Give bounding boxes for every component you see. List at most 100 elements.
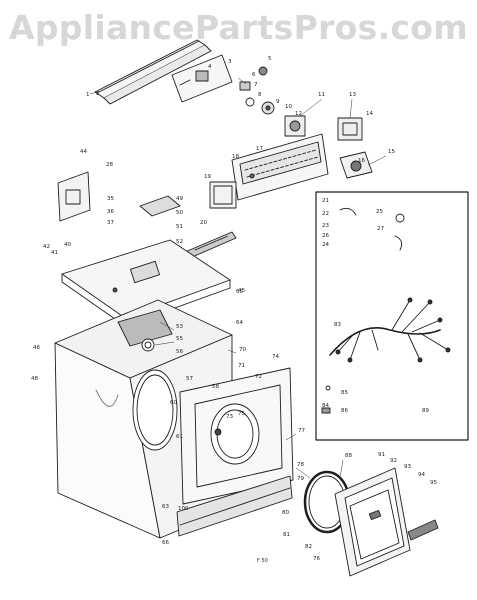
callout-2: 2: [96, 91, 100, 97]
callout-61: 61: [176, 434, 183, 440]
callout-1: 1: [86, 92, 90, 98]
timer-bracket-part: [171, 54, 233, 103]
callout-4: 4: [208, 64, 212, 70]
callout-53: 53: [176, 324, 183, 330]
callout-8: 8: [258, 92, 262, 98]
callout-18: 18: [232, 154, 239, 160]
callout-86: 86: [341, 408, 348, 414]
callout-3: 3: [228, 59, 232, 65]
callout-78: 78: [297, 462, 304, 468]
callout-13: 13: [349, 92, 356, 98]
callout-57: 57: [186, 376, 193, 382]
callout-36: 36: [107, 209, 114, 215]
lint-screen-part: [184, 231, 237, 259]
callout-24: 24: [322, 242, 329, 248]
callout-5: 5: [268, 56, 272, 62]
callout-12: 12: [295, 111, 302, 117]
wiring-harness-inset: [315, 191, 469, 441]
callout-60: 60: [170, 400, 177, 406]
callout-74: 74: [272, 354, 279, 360]
callout-40: 40: [64, 242, 71, 248]
callout-88: 88: [345, 453, 352, 459]
callout-81: 81: [283, 532, 290, 538]
callout-95: 95: [430, 480, 437, 486]
callout-82: 82: [305, 544, 312, 550]
callout-labels: 1 2 3 4 5 6 7 8 9 10 11 12 13 14 15 16 1…: [31, 56, 437, 564]
callout-94: 94: [418, 472, 425, 478]
callout-45: 45: [238, 288, 245, 294]
callout-20: 20: [200, 220, 207, 226]
callout-25: 25: [376, 209, 383, 215]
callout-46: 46: [33, 345, 40, 351]
callout-37: 37: [107, 220, 114, 226]
console-trim-part: [94, 39, 212, 105]
callout-6: 6: [252, 72, 256, 78]
callout-50: 50: [176, 210, 183, 216]
callout-73: 73: [226, 414, 233, 420]
callout-10: 10: [285, 104, 292, 110]
callout-28: 28: [106, 162, 113, 168]
callout-58: 58: [212, 384, 219, 390]
timer-switch-cluster-part: [239, 66, 306, 137]
rear-bracket-part: [57, 171, 91, 222]
callout-22: 22: [322, 211, 329, 217]
callout-72: 72: [255, 374, 262, 380]
callout-44: 44: [80, 149, 87, 155]
callout-64: 64: [236, 320, 243, 326]
callout-63: 63: [162, 504, 169, 510]
door-handle-part: [407, 519, 439, 541]
callout-77: 77: [298, 428, 305, 434]
callout-66: 66: [162, 540, 169, 546]
callout-16: 16: [358, 158, 365, 164]
callout-75: 75: [238, 411, 245, 417]
knob-part: [339, 151, 373, 179]
callout-17: 17: [256, 146, 263, 152]
callout-14: 14: [366, 111, 373, 117]
callout-100: 100: [178, 506, 189, 512]
callout-51: 51: [176, 224, 183, 230]
callout-21: 21: [322, 198, 329, 204]
door-assembly-part: [334, 467, 411, 577]
callout-49: 49: [176, 196, 183, 202]
cabinet-part: [54, 299, 233, 539]
callout-15: 15: [388, 149, 395, 155]
blower-housing-part: [117, 309, 173, 352]
callout-23: 23: [322, 223, 329, 229]
callout-11: 11: [318, 92, 325, 98]
toe-kick-part: [176, 475, 293, 537]
diagram-code: F 50: [257, 558, 268, 564]
callout-84: 84: [322, 403, 329, 409]
callout-35: 35: [107, 196, 114, 202]
callout-65: 65: [236, 289, 243, 295]
callout-83: 83: [334, 322, 341, 328]
callout-91: 91: [378, 452, 385, 458]
callout-9: 9: [276, 99, 280, 105]
callout-19: 19: [204, 174, 211, 180]
control-panel-part: [231, 133, 329, 201]
callout-80: 80: [282, 510, 289, 516]
callout-92: 92: [390, 458, 397, 464]
callout-41: 41: [51, 250, 58, 256]
leader-lines: [89, 77, 387, 479]
callout-55: 55: [176, 336, 183, 342]
callout-26: 26: [322, 233, 329, 239]
callout-76: 76: [313, 556, 320, 562]
callout-79: 79: [297, 476, 304, 482]
callout-48: 48: [31, 376, 38, 382]
callout-52: 52: [176, 239, 183, 245]
callout-56: 56: [176, 349, 183, 355]
callout-7: 7: [254, 82, 258, 88]
bracket-19-part: [209, 181, 237, 209]
callout-89: 89: [422, 408, 429, 414]
callout-71: 71: [238, 363, 245, 369]
knob-bracket-part: [337, 117, 363, 141]
callout-27: 27: [377, 226, 384, 232]
front-panel-part: [179, 367, 294, 505]
callout-70: 70: [239, 347, 246, 353]
callout-85: 85: [341, 390, 348, 396]
callout-93: 93: [404, 464, 411, 470]
watermark-text: AppliancePartsPros.com: [9, 8, 468, 47]
lint-cover-part: [139, 195, 181, 217]
callout-42: 42: [43, 244, 50, 250]
